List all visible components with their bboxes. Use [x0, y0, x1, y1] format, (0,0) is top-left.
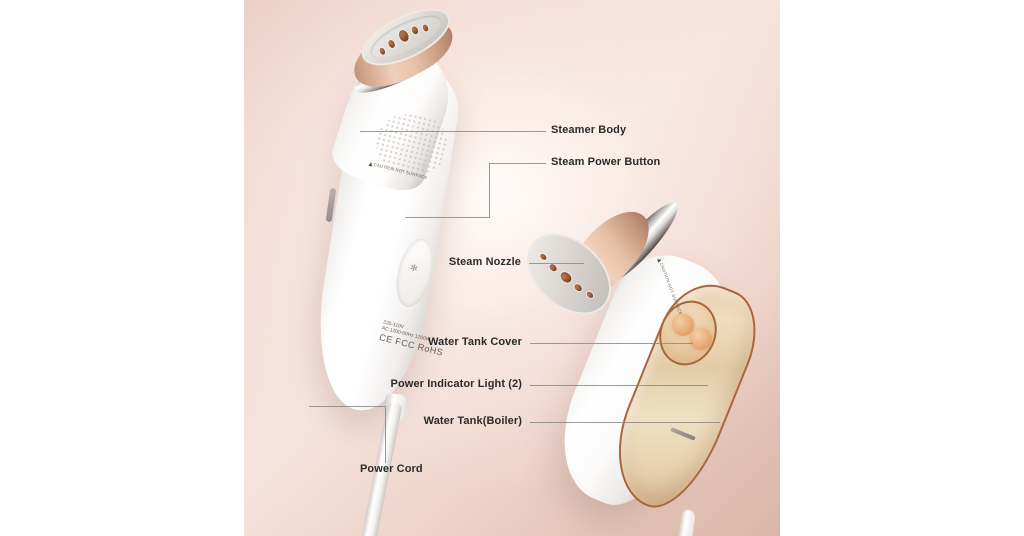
steam-hole	[558, 269, 574, 285]
steam-hole	[585, 290, 595, 300]
leader-line-steam-power-button-h2	[489, 163, 546, 164]
leader-line-steam-power-button-h1	[405, 217, 489, 218]
steam-hole	[397, 28, 411, 44]
callout-label-steam-nozzle: Steam Nozzle	[448, 256, 521, 268]
power-indicator-light	[672, 314, 694, 336]
steam-hole	[387, 39, 397, 49]
callout-label-steamer-body: Steamer Body	[551, 124, 627, 136]
leader-line-water-tank-boiler	[530, 422, 720, 423]
steam-hole	[548, 262, 559, 273]
callout-label-power-indicator-light: Power Indicator Light (2)	[390, 378, 522, 390]
callout-label-steam-power-button: Steam Power Button	[551, 156, 661, 168]
leader-line-steam-power-button-v	[489, 163, 490, 218]
leader-line-steam-nozzle	[529, 263, 584, 264]
callout-label-power-cord: Power Cord	[360, 463, 423, 475]
product-photo: CAUTION HOT SURFACE ✻ 220-110V AC 1200-6…	[244, 0, 780, 536]
steam-hole	[573, 282, 584, 293]
steam-hole	[378, 47, 387, 56]
power-cord-part-2	[673, 509, 696, 536]
callout-label-water-tank-cover: Water Tank Cover	[428, 336, 522, 348]
steamer-lower-view: CAUTION HOT SURFACE	[511, 194, 780, 536]
steam-hole	[539, 252, 548, 262]
leader-line-water-tank-cover	[530, 343, 693, 344]
power-indicator-light	[690, 328, 712, 350]
steam-hole	[421, 23, 430, 33]
leader-line-steamer-body	[360, 131, 546, 132]
callout-label-water-tank-boiler: Water Tank(Boiler)	[423, 415, 522, 427]
leader-line-power-indicator-light	[530, 385, 708, 386]
steamer-upper-view: CAUTION HOT SURFACE ✻ 220-110V AC 1200-6…	[302, 0, 492, 536]
steam-hole	[410, 25, 420, 36]
leader-line-power-cord-h	[309, 406, 385, 407]
leader-line-power-cord-v	[385, 406, 386, 463]
